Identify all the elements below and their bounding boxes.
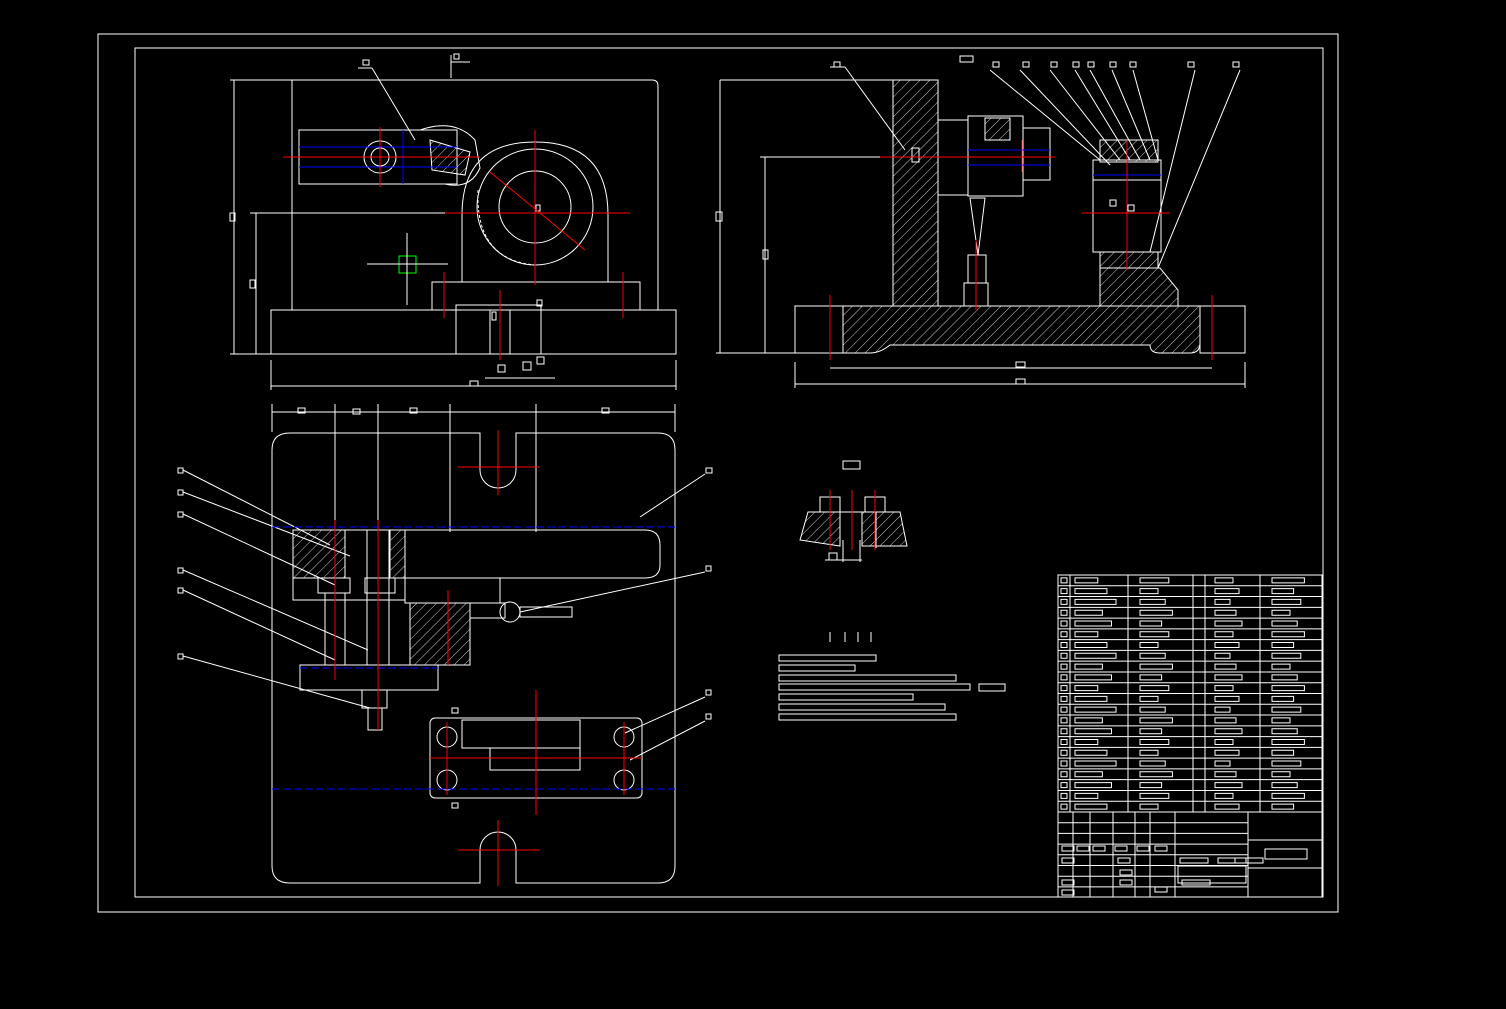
top-view-hidden-lines — [272, 527, 675, 789]
inner-border — [135, 48, 1323, 897]
drawing-frame — [98, 34, 1338, 912]
top-view-centerlines — [335, 430, 642, 886]
top-view — [178, 404, 712, 883]
detail-centerlines — [830, 490, 875, 550]
side-section-view — [716, 56, 1245, 388]
detail-section — [800, 461, 907, 562]
title-block — [1058, 575, 1322, 897]
side-view-centerlines — [830, 140, 1212, 360]
technical-notes — [779, 632, 1005, 720]
outer-border — [98, 34, 1338, 912]
ucs-crosshair — [367, 233, 448, 305]
front-view-centerlines — [283, 127, 630, 360]
front-view — [230, 54, 676, 390]
title-block-frame — [1058, 575, 1322, 897]
